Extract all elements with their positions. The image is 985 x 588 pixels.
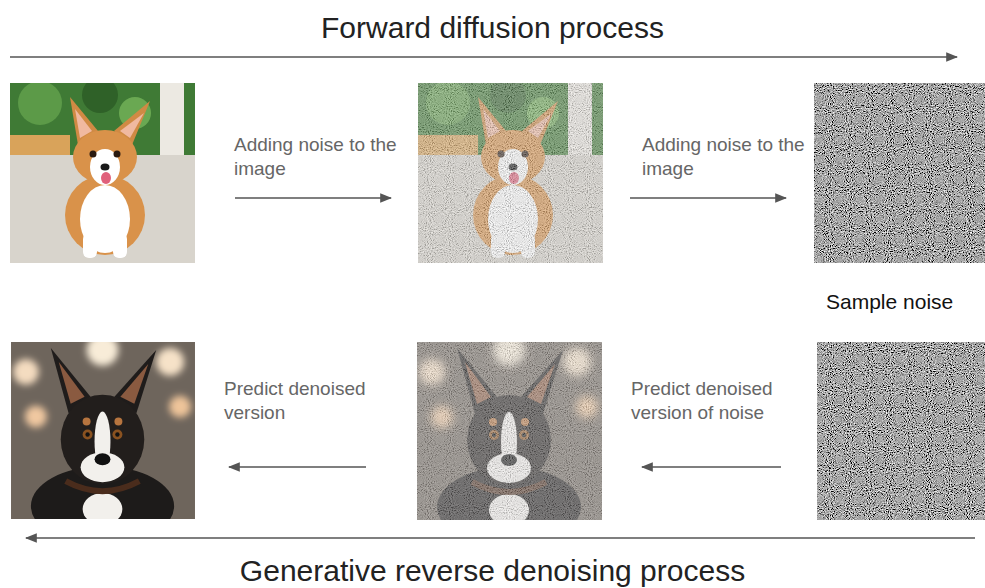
step-arrow [642,466,781,468]
process-title: Forward diffusion process [0,9,985,47]
photo-base [418,77,603,263]
noise-overlay [417,342,602,520]
step-arrow [229,466,366,468]
step-arrow [235,197,391,199]
step-label: Predict denoised version of noise [631,377,806,425]
pure-noise [814,83,985,263]
photo-noisy [417,334,602,547]
photo-clean [10,77,195,263]
wash [418,83,603,263]
step-label: Adding noise to the image [642,133,807,181]
wash [417,342,602,520]
noise-overlay [418,83,603,263]
step-label: Predict denoised version [224,377,399,425]
process-title: Generative reverse denoising process [0,552,985,588]
process-arrow [10,56,957,58]
photo-noisy [418,77,603,263]
step-label: Adding noise to the image [234,133,399,181]
pure-noise [817,342,985,520]
process-arrow [26,537,975,539]
photo-clean [11,334,195,546]
step-arrow [630,197,786,199]
step-label: Sample noise [826,289,982,315]
photo-base [417,334,602,547]
